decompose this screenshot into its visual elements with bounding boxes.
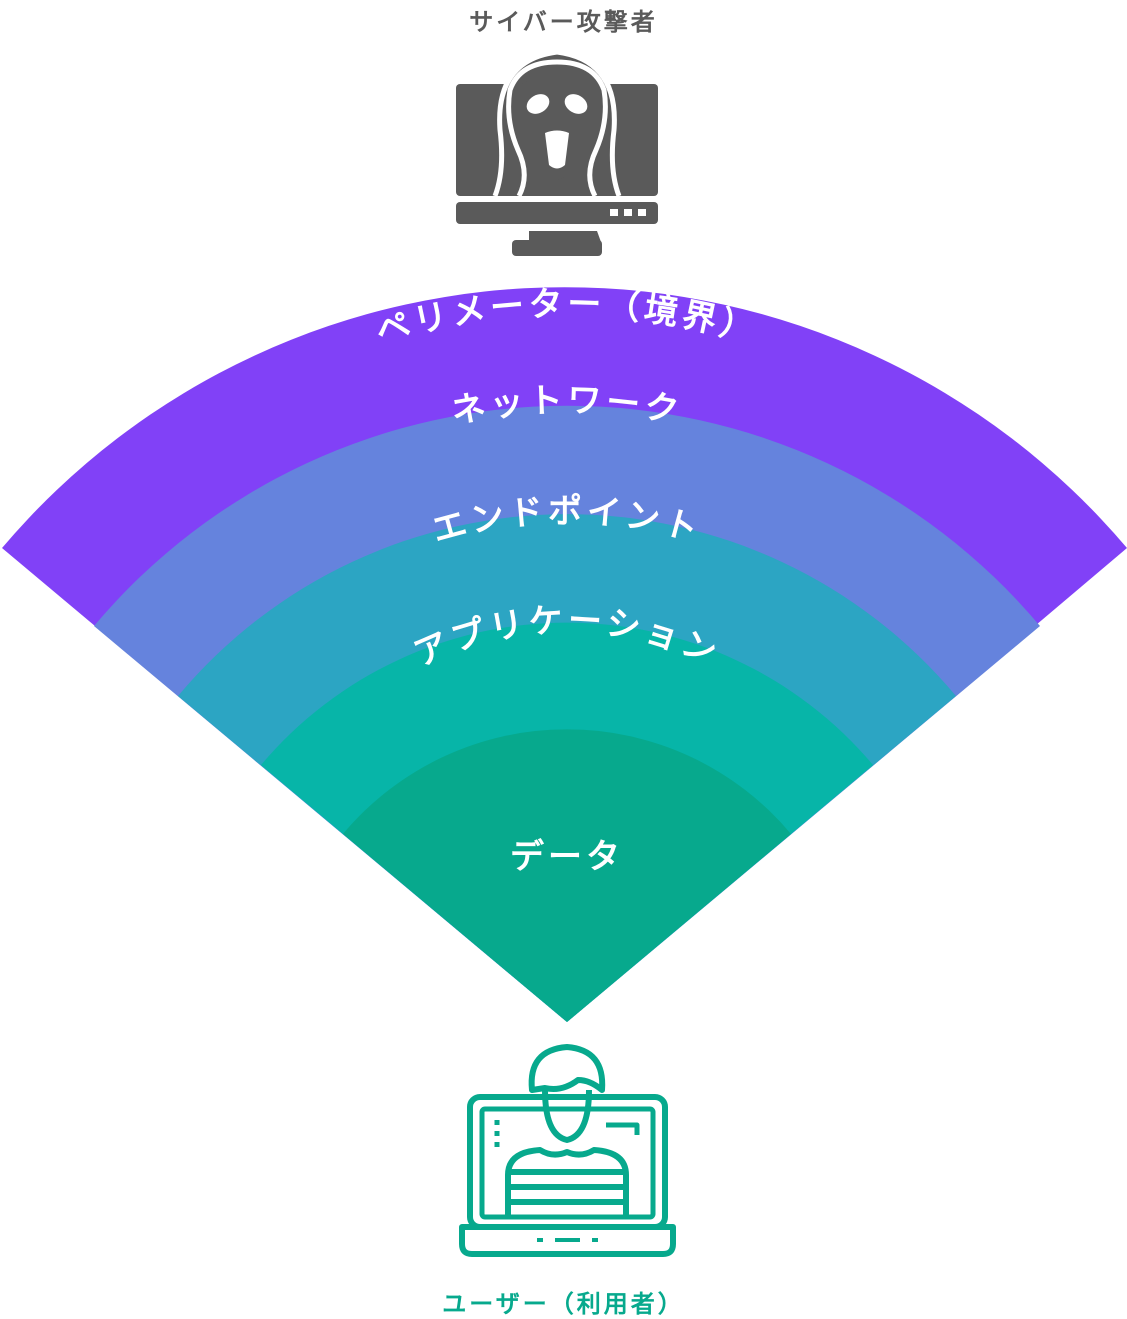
layer-data [343, 729, 791, 1022]
security-layers-fan [2, 287, 1127, 1022]
user-laptop-icon [459, 1044, 676, 1257]
scream-mask-monitor-icon [456, 49, 658, 256]
user-label: ユーザー（利用者） [442, 1290, 685, 1318]
layer-label-data: データ [510, 837, 624, 877]
attacker-label: サイバー攻撃者 [469, 8, 658, 36]
